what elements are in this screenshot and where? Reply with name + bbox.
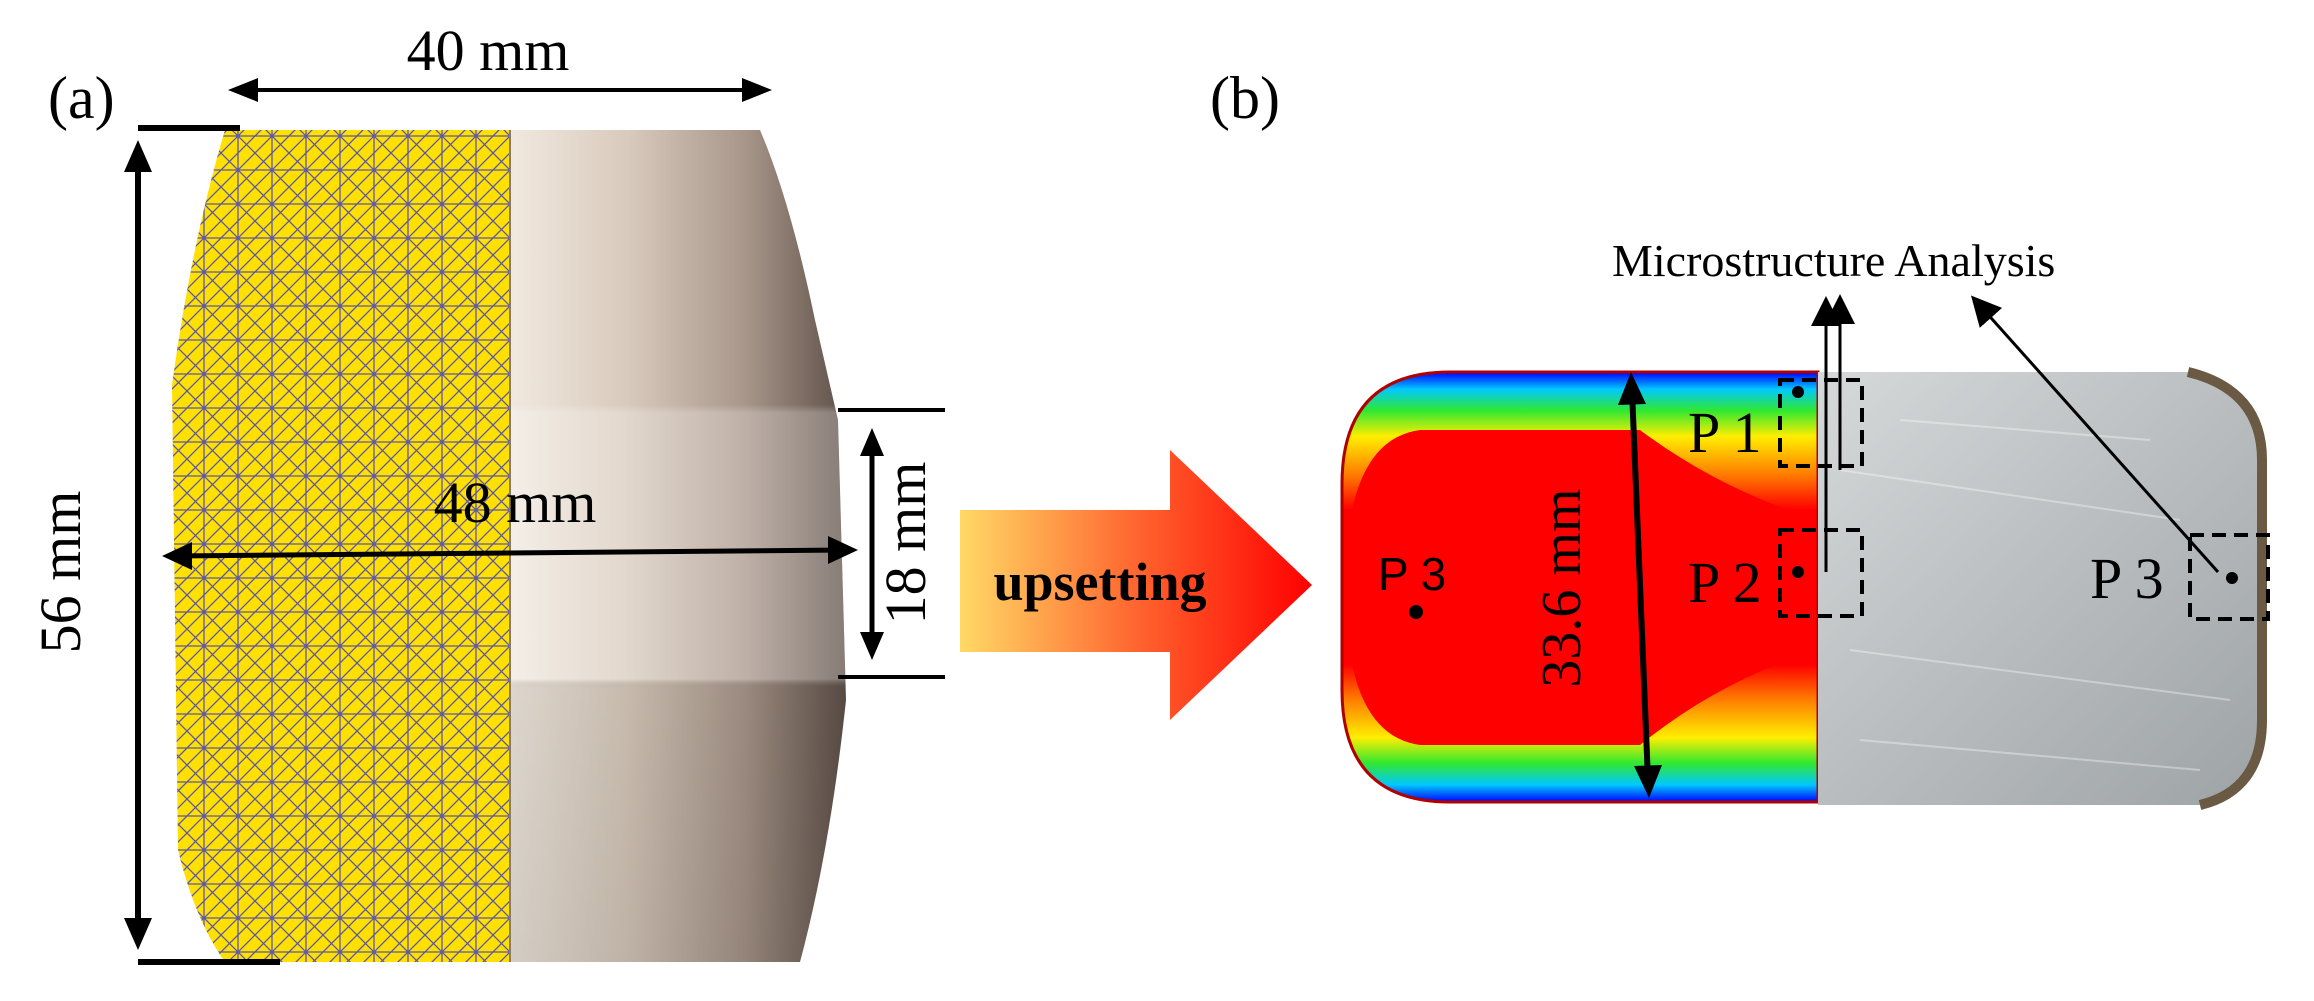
p1-dot: [1792, 386, 1804, 398]
p3-photo-dot: [2226, 572, 2238, 584]
specimen-band-shading: [510, 130, 846, 962]
callout-label: Microstructure Analysis: [1612, 235, 2055, 286]
upsetting-arrow-shape: [960, 450, 1312, 720]
section-rim: [2186, 367, 2267, 810]
panel-a-label: (a): [48, 65, 115, 131]
section-texture: [1839, 419, 2231, 771]
bulge-label: 48 mm: [434, 470, 597, 535]
p2-dot: [1792, 566, 1804, 578]
panel-a: (a) 40 mm 56 mm 48 mm: [28, 18, 945, 965]
p2-box: [1778, 528, 1864, 618]
p1-box: [1778, 378, 1864, 468]
process-arrow: upsetting: [960, 450, 1312, 720]
panel-b: (b) P 3 33.6 mm P 1: [1210, 65, 2270, 810]
p1-label: P 1: [1688, 400, 1762, 465]
specimen-section-photo: [1818, 367, 2267, 810]
point-p2: P 2: [1688, 528, 1864, 618]
width-label: 40 mm: [407, 18, 570, 83]
contour-hot-core: [1345, 430, 1818, 745]
contour-outline: [1340, 370, 1820, 804]
dimension-56mm: 56 mm: [28, 140, 152, 950]
dimension-40mm: 40 mm: [228, 18, 772, 102]
p3-sim-dot: [1409, 605, 1423, 619]
p3-box: [2188, 533, 2270, 621]
process-label: upsetting: [993, 552, 1206, 612]
section-height-label: 33.6 mm: [1531, 488, 1593, 687]
mesh-half: [172, 130, 510, 962]
height-label: 56 mm: [28, 491, 93, 654]
dimension-48mm: 48 mm: [162, 470, 858, 570]
point-p1: P 1: [1688, 378, 1864, 468]
callout-microstructure: Microstructure Analysis: [1612, 235, 2220, 573]
band-label: 18 mm: [873, 462, 938, 625]
dimension-18mm: 18 mm: [838, 408, 945, 679]
p3-photo-label: P 3: [2090, 546, 2164, 611]
p3-sim-label: P 3: [1378, 548, 1446, 600]
dimension-33-6mm: 33.6 mm: [1531, 372, 1662, 798]
point-p3-photo: P 3: [2090, 533, 2270, 621]
section-photo: [1818, 372, 2262, 805]
contour-simulation: P 3: [1340, 370, 1820, 804]
callout-leader-p3: [1971, 295, 2220, 573]
panel-b-label: (b): [1210, 65, 1280, 131]
p2-label: P 2: [1688, 550, 1762, 615]
